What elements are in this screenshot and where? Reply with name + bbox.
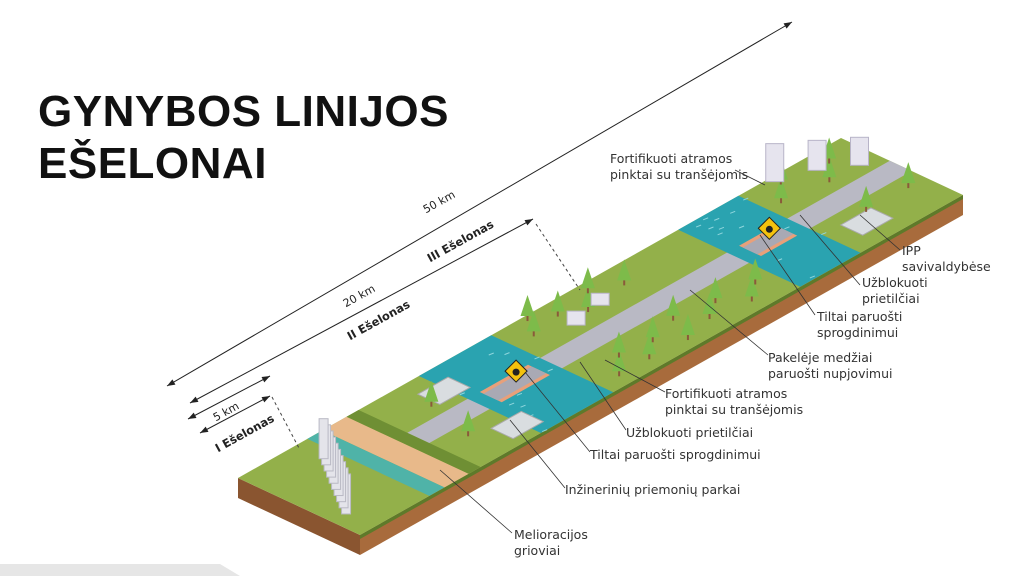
label-line: Fortifikuoti atramos: [610, 151, 748, 167]
arrow-5km-b-head: [262, 396, 270, 402]
tree-icon: [581, 267, 595, 288]
building: [567, 311, 585, 325]
label-roadside-trees: Pakelėje medžiai paruošti nupjovimui: [768, 350, 893, 382]
label-bridges-top: Tiltai paruošti sprogdinimui: [817, 309, 902, 341]
label-line: paruošti nupjovimui: [768, 366, 893, 382]
tree-icon: [521, 295, 535, 316]
label-ditches: Melioracijos grioviai: [514, 527, 588, 559]
label-line: IPP: [902, 243, 991, 259]
label-ipp: IPP savivaldybėse: [902, 243, 991, 275]
label-line: grioviai: [514, 543, 588, 559]
arrow-5km-a-head: [188, 413, 196, 419]
fence-panel: [319, 419, 328, 459]
arrow-5km-a-head: [262, 376, 270, 382]
building: [766, 144, 784, 182]
label-line: Užblokuoti: [862, 275, 928, 291]
label-line: Pakelėje medžiai: [768, 350, 893, 366]
label-engineering-parks: Inžinerinių priemonių parkai: [565, 482, 740, 498]
label-fortified-points-top: Fortifikuoti atramos pinktai su tranšėjo…: [610, 151, 748, 183]
label-line: Fortifikuoti atramos: [665, 386, 803, 402]
arrow-50km-head: [167, 379, 175, 386]
building: [808, 140, 826, 170]
label-blocked-bottom: Užblokuoti prietilčiai: [626, 425, 753, 441]
label-line: pinktai su tranšėjomis: [665, 402, 803, 418]
boundary-dash-2: [536, 224, 580, 290]
bomb-icon: [513, 369, 520, 376]
arrow-20km-head: [525, 219, 533, 225]
label-line: savivaldybėse: [902, 259, 991, 275]
label-line: Tiltai paruošti: [817, 309, 902, 325]
label-bridges-bottom: Tiltai paruošti sprogdinimui: [590, 447, 761, 463]
label-line: prietilčiai: [862, 291, 928, 307]
label-fortified-points-bottom: Fortifikuoti atramos pinktai su tranšėjo…: [665, 386, 803, 418]
arrow-20km-head: [190, 397, 198, 403]
label-line: Melioracijos: [514, 527, 588, 543]
arrow-5km-b-head: [200, 427, 208, 433]
label-line: pinktai su tranšėjomis: [610, 167, 748, 183]
building: [591, 293, 609, 305]
label-line: sprogdinimui: [817, 325, 902, 341]
label-blocked-top: Užblokuoti prietilčiai: [862, 275, 928, 307]
arrow-50km-head: [784, 22, 792, 29]
bomb-icon: [766, 226, 773, 233]
building: [851, 137, 869, 165]
